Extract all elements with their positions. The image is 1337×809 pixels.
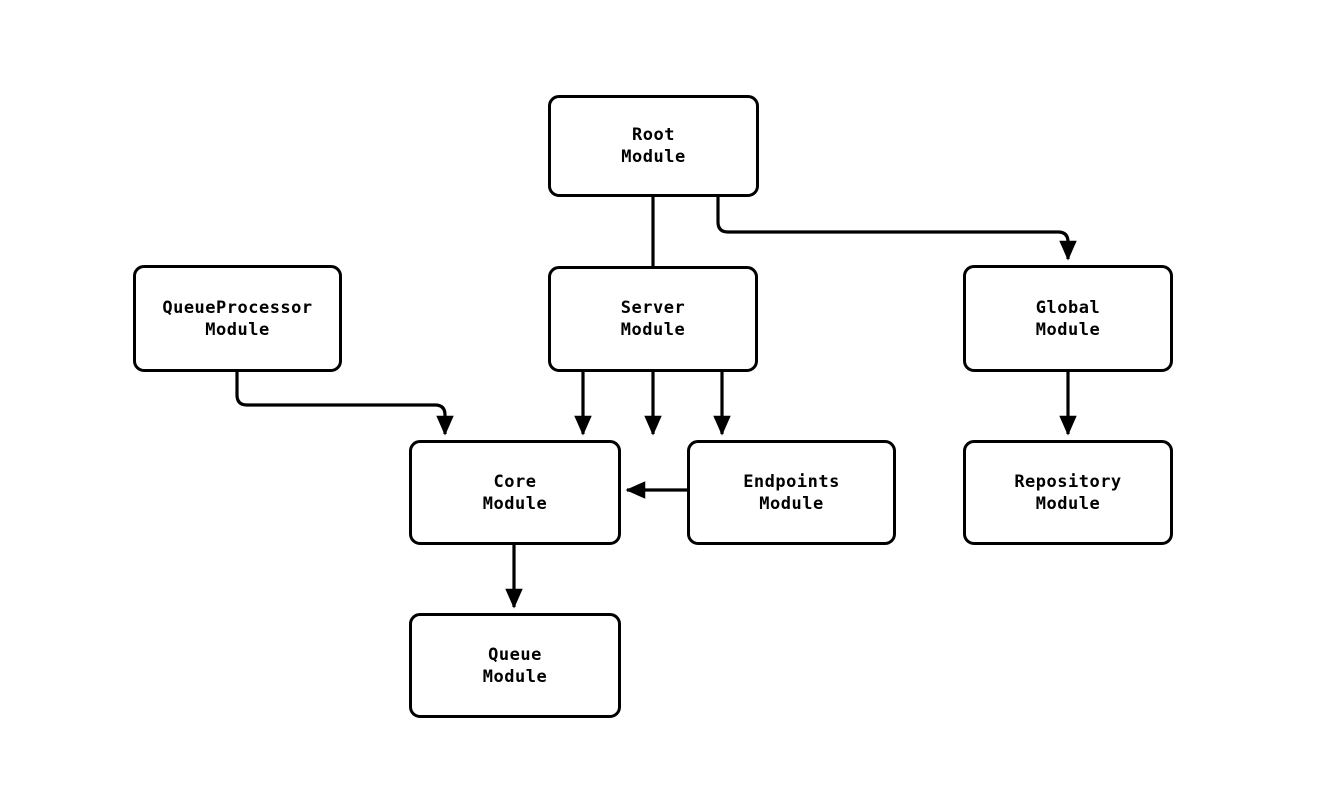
node-repository-module-kind: Module [1035, 493, 1101, 514]
node-repository-module-name: Repository [1014, 471, 1122, 492]
node-root-module-name: Root [632, 125, 675, 145]
node-root-module-kind: Module [621, 147, 686, 167]
node-repository-module[interactable]: Repository Module [963, 440, 1173, 545]
node-core-module[interactable]: Core Module [409, 440, 621, 545]
node-root-module[interactable]: Root Module [548, 95, 759, 197]
node-global-module-kind: Module [1035, 319, 1101, 340]
edge-queueprocessor-to-core [235, 372, 454, 436]
node-server-module-kind: Module [620, 320, 686, 340]
node-server-module[interactable]: Server Module [548, 266, 758, 372]
node-queueprocessor-module-kind: Module [205, 319, 270, 340]
node-global-module[interactable]: Global Module [963, 265, 1173, 372]
node-endpoints-module-kind: Module [759, 493, 824, 514]
node-queueprocessor-module-name: QueueProcessor [162, 297, 313, 318]
node-queueprocessor-module[interactable]: QueueProcessor Module [133, 265, 342, 372]
node-endpoints-module-name: Endpoints [743, 471, 840, 492]
node-queue-module-name: Queue [488, 644, 542, 665]
node-queue-module[interactable]: Queue Module [409, 613, 621, 718]
node-queue-module-kind: Module [482, 666, 548, 687]
node-server-module-name: Server [620, 298, 686, 318]
node-global-module-name: Global [1035, 297, 1101, 318]
node-endpoints-module[interactable]: Endpoints Module [687, 440, 896, 545]
edge-root-to-global [716, 197, 1077, 261]
node-core-module-name: Core [493, 471, 537, 492]
node-core-module-kind: Module [482, 493, 548, 514]
